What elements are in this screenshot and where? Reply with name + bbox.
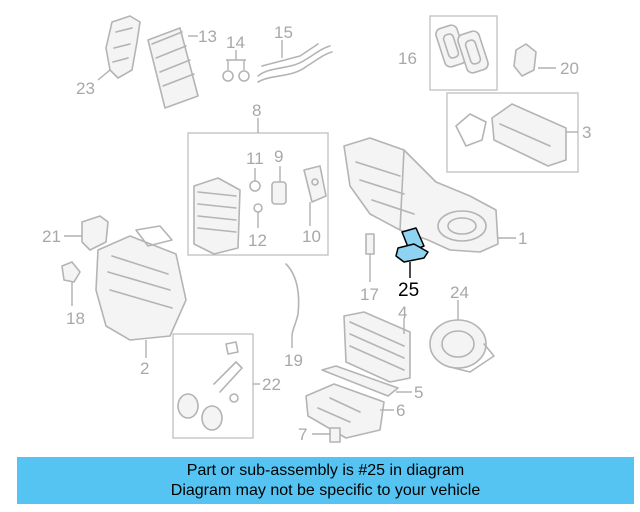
callout-10: 10 bbox=[302, 227, 321, 246]
part-7-clip bbox=[312, 427, 341, 443]
callout-24: 24 bbox=[450, 283, 469, 302]
callout-23: 23 bbox=[76, 79, 95, 98]
banner-line-2: Diagram may not be specific to your vehi… bbox=[170, 481, 481, 499]
part-8-evaporator bbox=[193, 177, 241, 255]
parts-diagram: 1 2 3 4 5 6 7 8 9 10 11 12 13 14 15 16 1… bbox=[42, 15, 591, 444]
callout-20: 20 bbox=[560, 59, 579, 78]
callout-14: 14 bbox=[226, 33, 245, 52]
part-15-pipes bbox=[257, 40, 333, 83]
callout-21: 21 bbox=[42, 227, 61, 246]
part-12-ring bbox=[253, 203, 263, 228]
part-9-valve bbox=[271, 166, 287, 205]
part-4-cabin-filter bbox=[343, 311, 411, 383]
callout-25: 25 bbox=[398, 280, 419, 301]
callout-9: 9 bbox=[274, 147, 283, 166]
callout-1: 1 bbox=[518, 229, 527, 248]
part-10-sensor bbox=[303, 165, 327, 203]
group-box-16 bbox=[429, 15, 498, 91]
group-box-22 bbox=[172, 333, 254, 439]
callout-8: 8 bbox=[252, 101, 261, 120]
callout-4: 4 bbox=[398, 303, 407, 322]
callout-2: 2 bbox=[140, 359, 149, 378]
callout-22: 22 bbox=[262, 375, 281, 394]
part-1-heater-housing bbox=[343, 137, 499, 253]
part-22-linkage bbox=[177, 341, 243, 431]
part-24-blower-motor bbox=[429, 319, 495, 373]
part-11-ring bbox=[249, 168, 261, 192]
part-18-sensor bbox=[61, 261, 81, 306]
banner-line-1: Part or sub-assembly is #25 in diagram bbox=[186, 461, 465, 479]
callout-13: 13 bbox=[198, 27, 217, 46]
part-14-clips bbox=[222, 50, 250, 82]
callout-11: 11 bbox=[246, 149, 264, 168]
part-21-actuator bbox=[81, 215, 109, 251]
part-16-gaskets bbox=[435, 24, 489, 74]
part-2-heater-case bbox=[95, 225, 187, 341]
part-20-bracket bbox=[513, 43, 537, 77]
callout-15: 15 bbox=[274, 23, 293, 42]
callout-6: 6 bbox=[396, 401, 405, 420]
part-17-bolt bbox=[365, 233, 375, 282]
callout-7: 7 bbox=[298, 425, 307, 444]
part-25-blower-resistor bbox=[395, 227, 429, 278]
part-5-cover bbox=[321, 365, 399, 397]
part-19-drain-hose bbox=[285, 263, 300, 348]
part-3-duct bbox=[455, 103, 567, 167]
callout-12: 12 bbox=[248, 231, 267, 250]
callout-5: 5 bbox=[414, 383, 423, 402]
callout-19: 19 bbox=[284, 351, 303, 370]
part-13-filter bbox=[147, 27, 199, 109]
callout-16: 16 bbox=[398, 49, 417, 68]
part-23-bracket bbox=[105, 15, 141, 79]
callout-18: 18 bbox=[66, 309, 85, 328]
info-banner: Part or sub-assembly is #25 in diagram D… bbox=[17, 457, 634, 504]
callout-3: 3 bbox=[582, 123, 591, 142]
callout-17: 17 bbox=[360, 285, 379, 304]
part-6-panel bbox=[305, 383, 385, 439]
